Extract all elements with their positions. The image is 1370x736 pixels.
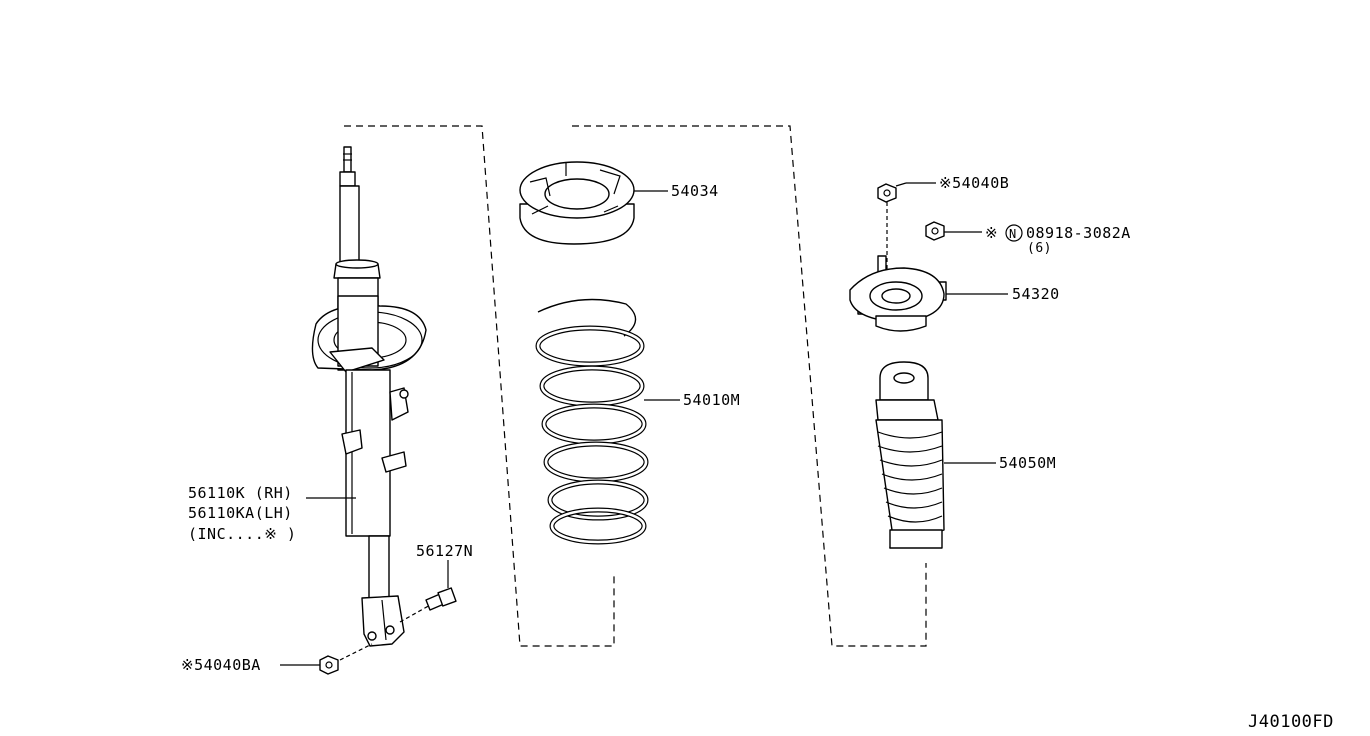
label-bound-bumper: 54050M bbox=[999, 454, 1056, 472]
diagram-code: J40100FD bbox=[1248, 712, 1334, 732]
coil-spring[interactable] bbox=[535, 298, 680, 545]
bolt-56127N[interactable] bbox=[399, 560, 457, 623]
label-spring-seat: 54034 bbox=[671, 182, 719, 200]
upper-spring-seat[interactable] bbox=[519, 161, 668, 245]
group-bracket-spring-mount bbox=[572, 125, 927, 647]
nut-54040BA[interactable] bbox=[280, 643, 373, 675]
label-coil-spring: 54010M bbox=[683, 391, 740, 409]
label-bolt: 56127N bbox=[416, 542, 473, 560]
bound-bumper[interactable] bbox=[875, 361, 996, 549]
label-mount-nut-part: 08918-3082A bbox=[1026, 224, 1131, 242]
label-mounting-insulator: 54320 bbox=[1012, 285, 1060, 303]
label-strut-inc: (INC....※ ) bbox=[188, 525, 296, 543]
label-mount-nut-prefix: ※ bbox=[985, 224, 998, 242]
label-mount-nut-mark: N bbox=[1009, 227, 1017, 241]
standard-part-mark bbox=[1005, 224, 1023, 242]
label-upper-nut: ※54040B bbox=[939, 174, 1009, 192]
label-mount-nut-qty: (6) bbox=[1027, 241, 1052, 256]
label-strut-lh: 56110KA(LH) bbox=[188, 504, 293, 522]
nut-54040B[interactable] bbox=[877, 182, 936, 276]
label-lower-nut: ※54040BA bbox=[181, 656, 261, 674]
label-strut-rh: 56110K (RH) bbox=[188, 484, 293, 502]
strut-assembly[interactable] bbox=[306, 146, 427, 647]
nut-08918-3082A[interactable] bbox=[925, 221, 1023, 242]
strut-mounting-insulator[interactable] bbox=[849, 255, 1008, 332]
